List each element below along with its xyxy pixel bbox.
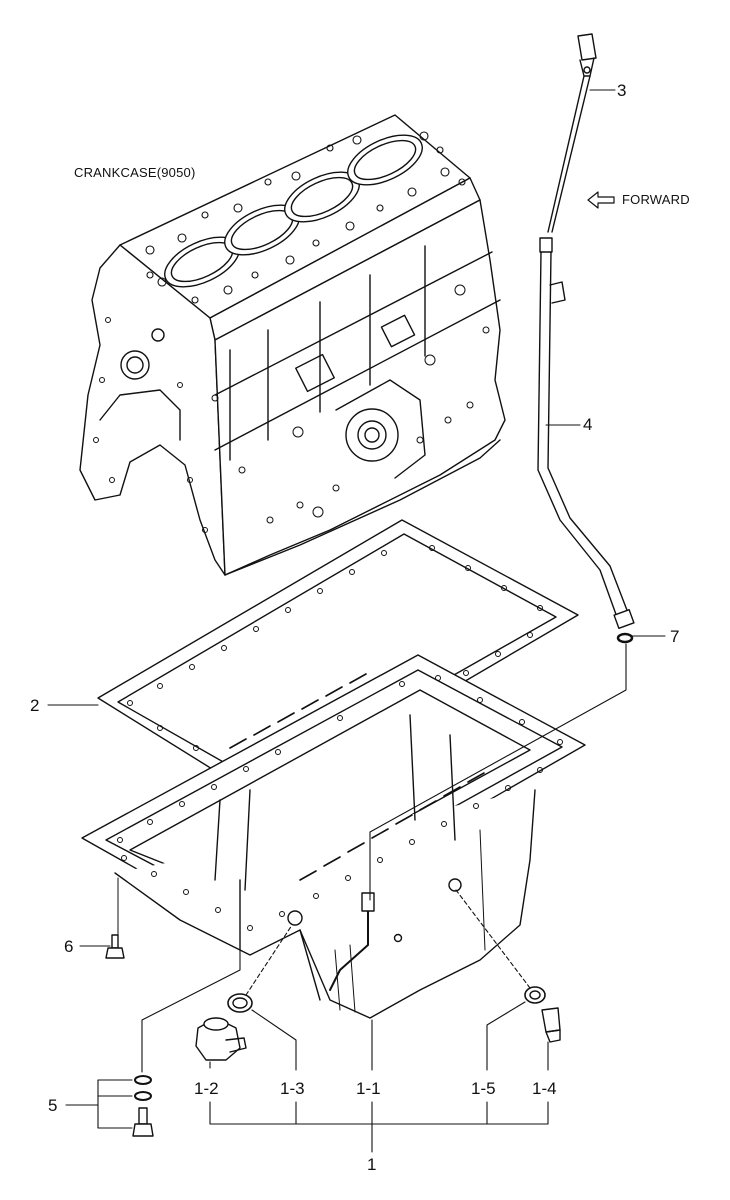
callout-1-4: 1-4 (532, 1079, 557, 1098)
callout-5: 5 (48, 1096, 58, 1115)
leader-lines (47, 89, 666, 1153)
callout-1-2: 1-2 (194, 1079, 219, 1098)
pan-bolt-6 (105, 877, 125, 959)
callout-6: 6 (64, 937, 74, 956)
callout-3: 3 (617, 81, 627, 100)
dipstick (547, 33, 597, 233)
o-ring-7 (616, 632, 634, 644)
washer-1-5 (524, 986, 546, 1004)
forward-arrow-icon (587, 191, 615, 209)
callout-7: 7 (670, 627, 680, 646)
drain-plug (195, 1017, 247, 1061)
oil-pan (81, 654, 586, 1019)
callout-1-5: 1-5 (471, 1079, 496, 1098)
plug-1-4 (541, 1007, 561, 1043)
callout-1: 1 (367, 1155, 377, 1174)
callout-1-3: 1-3 (280, 1079, 305, 1098)
callout-1-1: 1-1 (356, 1079, 381, 1098)
dipstick-guide-tube (537, 237, 635, 630)
crankcase-block (79, 114, 506, 576)
bolt-and-washers-5 (132, 1075, 154, 1137)
callout-2: 2 (30, 696, 40, 715)
oil-pan-gasket (97, 519, 579, 801)
crankcase-label: CRANKCASE(9050) (74, 165, 196, 180)
drain-gasket (227, 993, 253, 1013)
callout-4: 4 (583, 415, 593, 434)
forward-label: FORWARD (622, 192, 690, 207)
